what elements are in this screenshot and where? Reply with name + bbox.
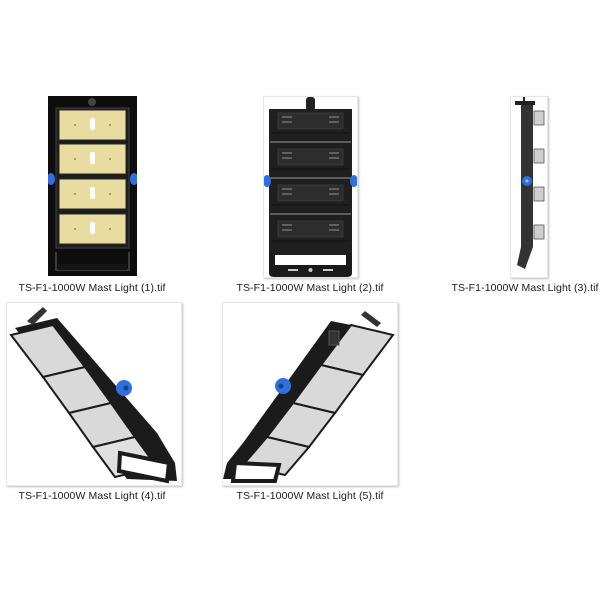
file-thumbnail-2[interactable] [263,96,358,278]
file-thumbnail-5[interactable] [222,302,398,486]
file-thumbnail-4[interactable] [6,302,182,486]
file-name-label-4[interactable]: TS-F1-1000W Mast Light (4).tif [18,490,166,502]
file-thumbnail-1[interactable] [48,96,137,276]
file-item-5[interactable]: TS-F1-1000W Mast Light (5).tif [200,300,400,510]
floodlight-angled-left-image [7,303,181,485]
file-item-2[interactable]: TS-F1-1000W Mast Light (2).tif [200,0,400,300]
file-thumbnail-3[interactable] [510,96,548,278]
file-item-1[interactable]: TS-F1-1000W Mast Light (1).tif [0,0,200,300]
file-name-label-2[interactable]: TS-F1-1000W Mast Light (2).tif [236,282,384,294]
file-name-label-1[interactable]: TS-F1-1000W Mast Light (1).tif [18,282,166,294]
file-name-label-5[interactable]: TS-F1-1000W Mast Light (5).tif [236,490,384,502]
file-item-4[interactable]: TS-F1-1000W Mast Light (4).tif [0,300,200,510]
floodlight-front-image [48,96,137,276]
file-name-label-3[interactable]: TS-F1-1000W Mast Light (3).tif [451,282,599,294]
file-item-3[interactable]: TS-F1-1000W Mast Light (3).tif [400,0,600,300]
floodlight-back-image [264,97,357,277]
floodlight-angled-right-image [223,303,397,485]
floodlight-side-image [511,97,547,277]
